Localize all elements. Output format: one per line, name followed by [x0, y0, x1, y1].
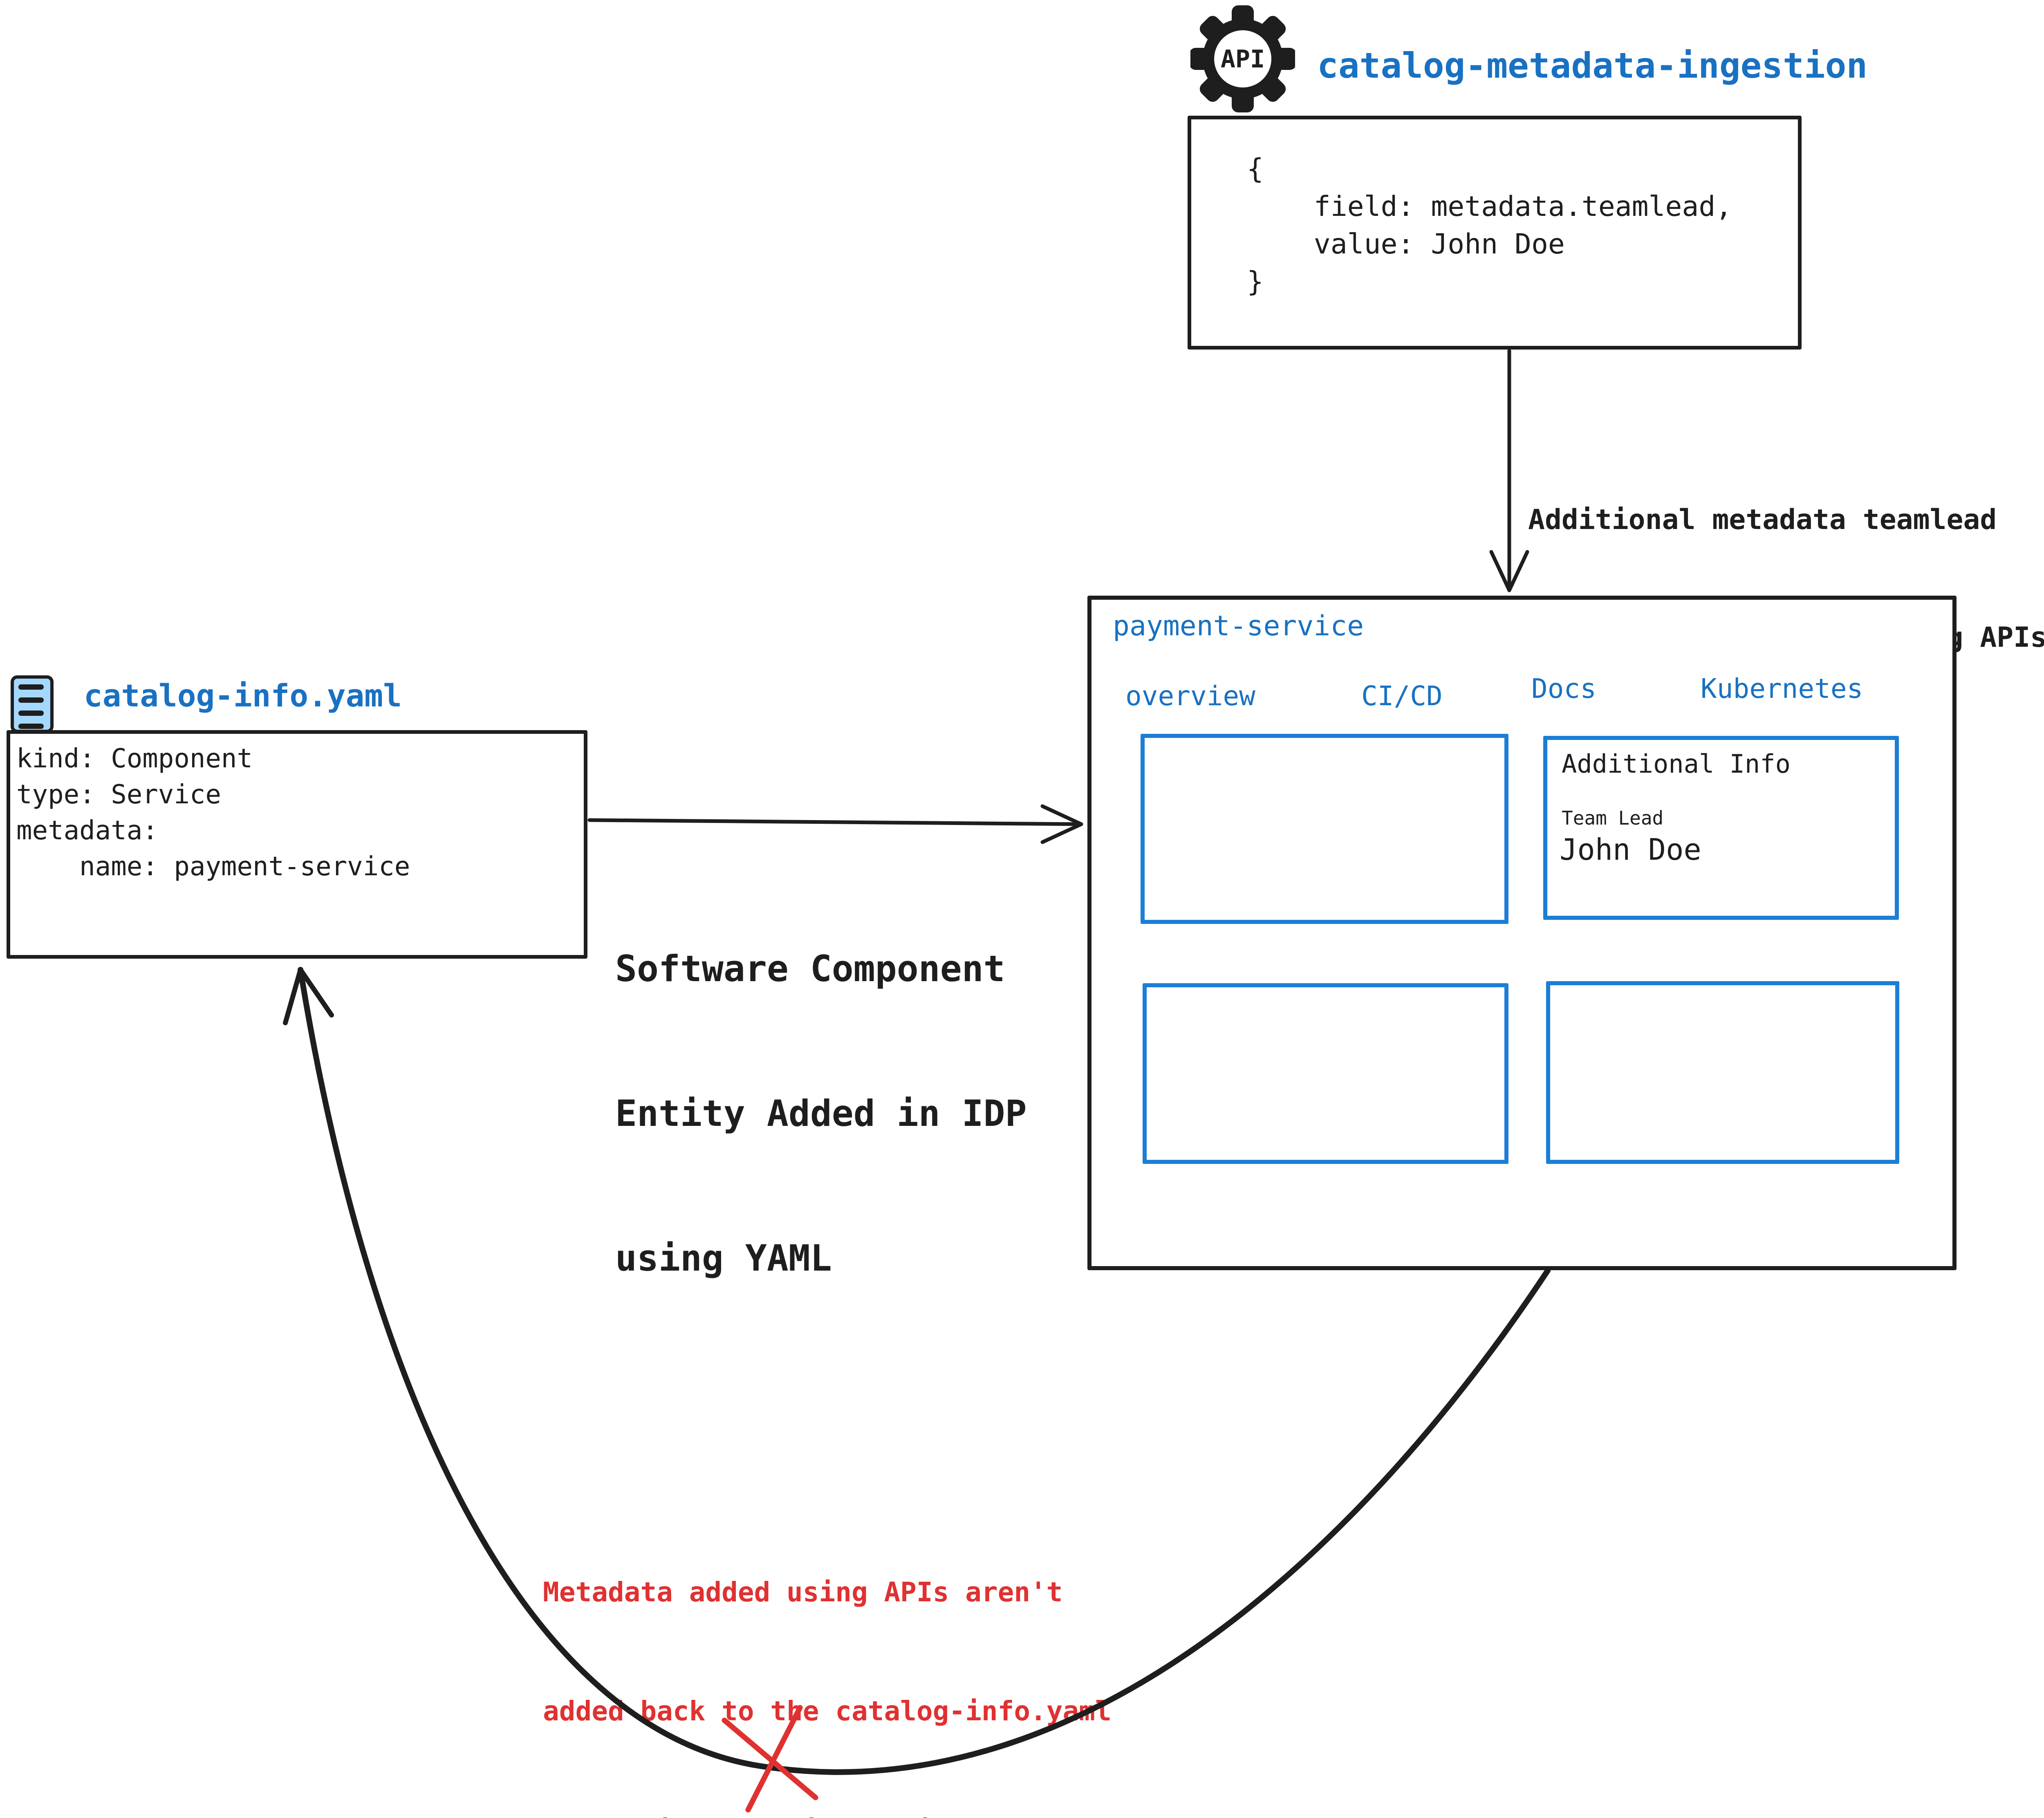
tab-kubernetes[interactable]: Kubernetes [1701, 673, 1863, 704]
panel-bottom-left [1143, 983, 1508, 1164]
yaml-arrow-label: Software Component Entity Added in IDP u… [615, 848, 1027, 1379]
code-line: kind: Component [16, 744, 253, 774]
code-line: metadata: [16, 816, 158, 846]
file-icon-line [18, 711, 44, 716]
file-icon-line [18, 697, 44, 703]
panel-bottom-right [1546, 981, 1899, 1164]
ingestion-title: catalog-metadata-ingestion [1317, 45, 1868, 86]
code-line: value: John Doe [1247, 228, 1565, 260]
code-line: type: Service [16, 780, 221, 810]
api-gear-icon: API [1190, 3, 1295, 114]
yaml-arrow [587, 804, 1083, 844]
code-line: name: payment-service [16, 852, 410, 882]
api-icon-text: API [1221, 45, 1265, 74]
warning-text-line: stored in your git provider [543, 1810, 1112, 1818]
code-line: { [1247, 153, 1264, 185]
yaml-file-icon [11, 675, 54, 733]
payment-service-title: payment-service [1113, 610, 1364, 642]
api-arrow-label-line: Additional metadata teamlead [1528, 504, 1997, 536]
file-icon-line [18, 684, 44, 690]
yaml-file-title: catalog-info.yaml [84, 677, 402, 714]
api-arrow [1489, 349, 1529, 592]
panel-additional-info [1543, 736, 1899, 920]
yaml-arrow-label-line: Software Component [615, 948, 1005, 990]
tab-docs[interactable]: Docs [1531, 673, 1596, 704]
code-line: field: metadata.teamlead, [1247, 191, 1732, 223]
tab-cicd[interactable]: CI/CD [1361, 680, 1443, 712]
file-icon-line [18, 724, 44, 729]
yaml-code: kind: Component type: Service metadata: … [16, 741, 410, 885]
yaml-code-box [7, 730, 587, 959]
yaml-arrow-label-line: Entity Added in IDP [615, 1092, 1027, 1134]
team-lead-value: John Doe [1560, 832, 1701, 867]
panel-overview [1141, 734, 1508, 924]
warning-text-line: Metadata added using APIs aren't [543, 1576, 1063, 1608]
ingestion-code: { field: metadata.teamlead, value: John … [1247, 150, 1732, 301]
yaml-arrow-label-line: using YAML [615, 1237, 832, 1279]
team-lead-label: Team Lead [1562, 807, 1664, 829]
additional-info-title: Additional Info [1562, 749, 1791, 779]
ingestion-code-box [1188, 116, 1802, 350]
warning-text: Metadata added using APIs aren't added b… [543, 1493, 1112, 1818]
code-line: } [1247, 266, 1264, 298]
warning-text-line: added back to the catalog-info.yaml [543, 1695, 1112, 1727]
tab-overview[interactable]: overview [1125, 680, 1255, 712]
